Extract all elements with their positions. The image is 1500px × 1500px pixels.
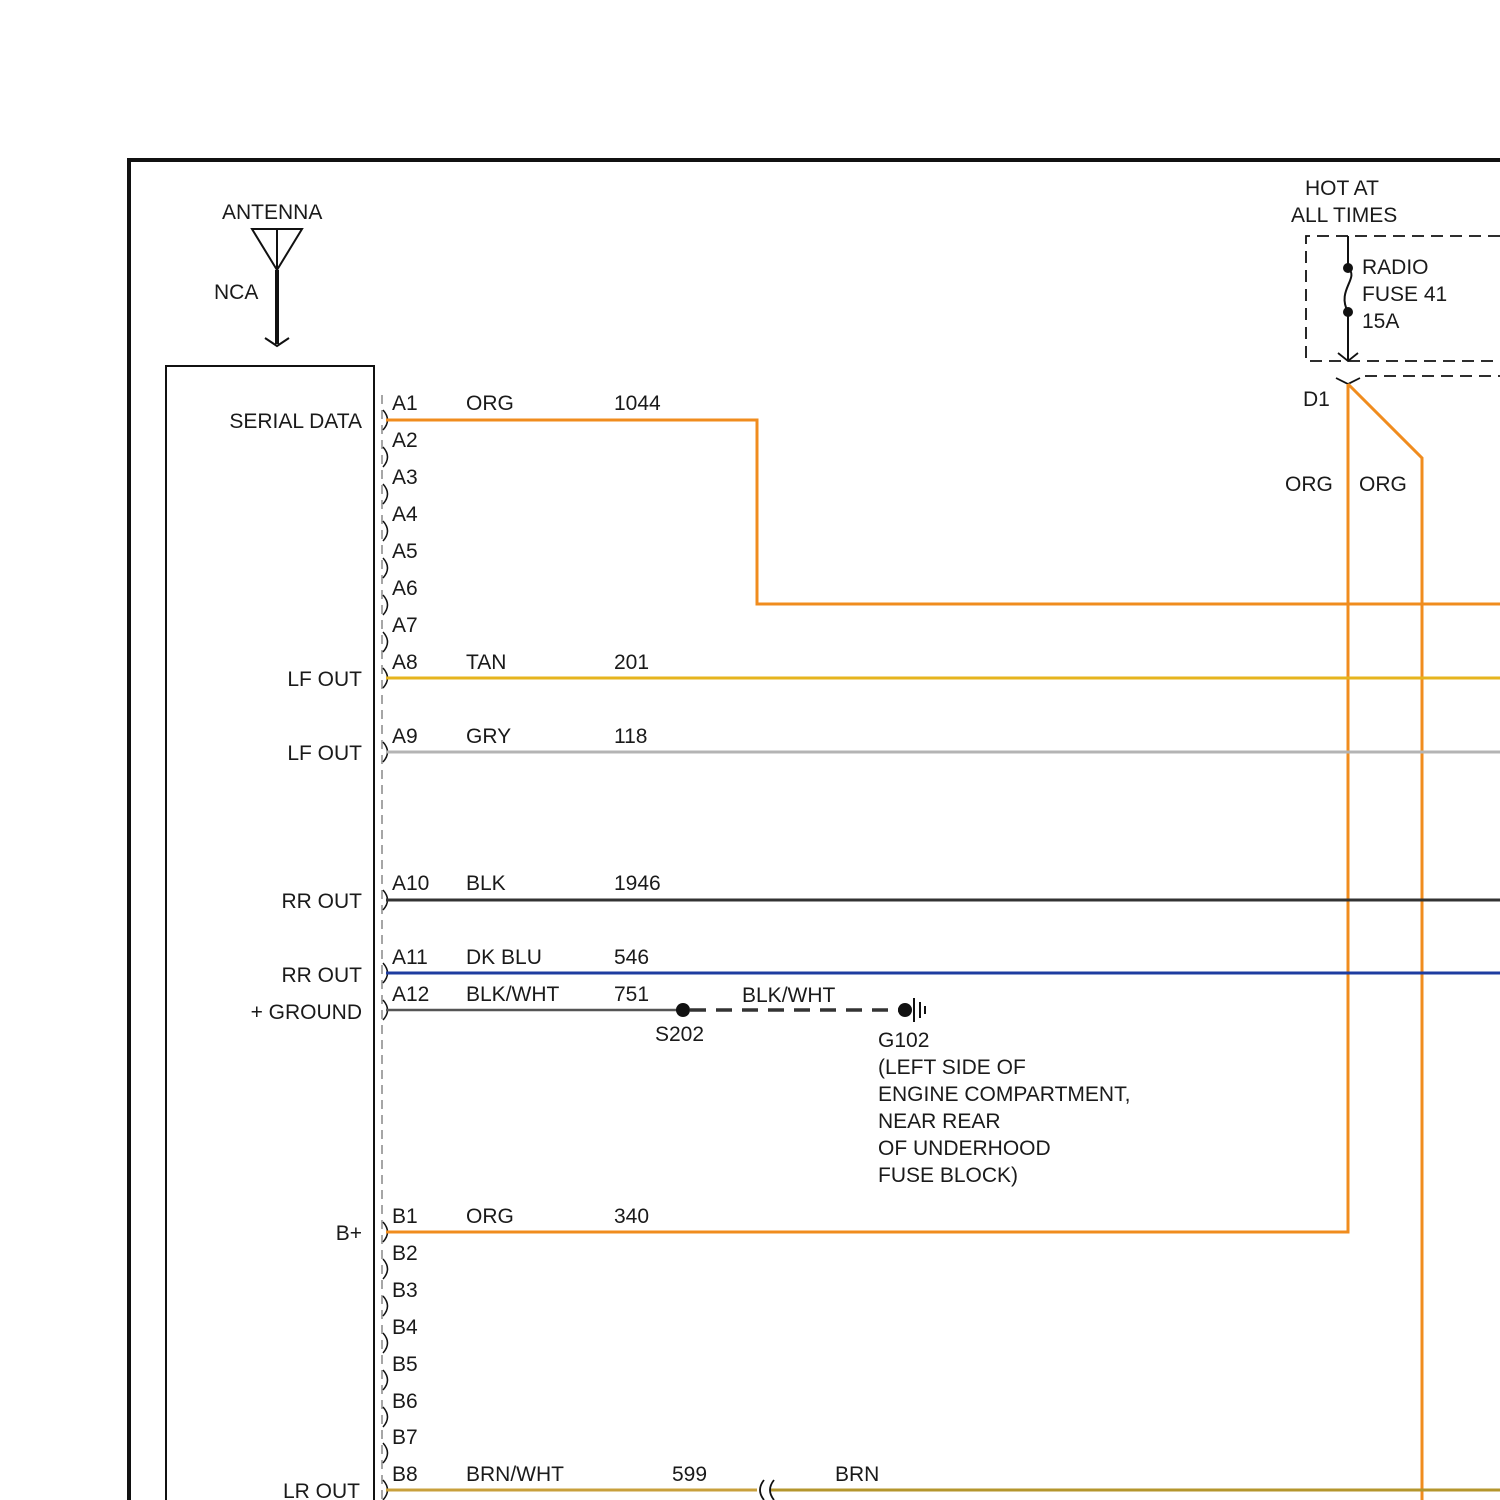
pin-b1-color: ORG <box>466 1205 514 1228</box>
pin-a9-color: GRY <box>466 725 511 748</box>
pin-chevron <box>383 1296 388 1316</box>
ground-wire-label: BLK/WHT <box>742 984 836 1007</box>
pin-a1-func: SERIAL DATA <box>229 410 362 433</box>
pin-a9-label: A9 <box>392 725 418 748</box>
pin-a10-circuit: 1946 <box>614 872 661 895</box>
pin-a9-func: LF OUT <box>287 742 362 765</box>
pin-a4-label: A4 <box>392 503 418 526</box>
connector-pin-chevrons <box>383 410 388 1500</box>
fuse-name: RADIO <box>1362 256 1429 279</box>
splice-label: S202 <box>655 1023 704 1046</box>
pin-a8-circuit: 201 <box>614 651 649 674</box>
fuse-rating: 15A <box>1362 310 1399 333</box>
ground-symbol <box>914 998 925 1022</box>
pin-b4-label: B4 <box>392 1316 418 1339</box>
splice-s202 <box>676 1003 690 1017</box>
pin-b1-label: B1 <box>392 1205 418 1228</box>
ground-location-line-5: FUSE BLOCK) <box>878 1164 1018 1187</box>
ground-location-line-3: NEAR REAR <box>878 1110 1001 1133</box>
pin-b1-func: B+ <box>336 1222 362 1245</box>
wire-a1 <box>386 420 1500 604</box>
antenna-symbol <box>252 229 302 346</box>
pin-a1-circuit: 1044 <box>614 392 661 415</box>
b8-continuation-label: BRN <box>835 1463 879 1486</box>
pin-chevron <box>383 1407 388 1427</box>
all-times-label: ALL TIMES <box>1291 204 1397 227</box>
pin-chevron <box>383 632 388 652</box>
antenna-label: ANTENNA <box>222 201 322 224</box>
ground-location-line-4: OF UNDERHOOD <box>878 1137 1051 1160</box>
pin-chevron <box>383 558 388 578</box>
feed-org-left-label: ORG <box>1285 473 1333 496</box>
fuse-number: FUSE 41 <box>1362 283 1447 306</box>
pin-b1-circuit: 340 <box>614 1205 649 1228</box>
pin-b8-func: LR OUT <box>283 1480 360 1500</box>
pin-a9-circuit: 118 <box>614 725 647 748</box>
pin-b5-label: B5 <box>392 1353 418 1376</box>
pin-a10-color: BLK <box>466 872 506 895</box>
pin-a11-label: A11 <box>392 946 428 969</box>
pin-a11-circuit: 546 <box>614 946 649 969</box>
pin-a6-label: A6 <box>392 577 418 600</box>
pin-chevron <box>383 595 388 615</box>
pin-a12-circuit: 751 <box>614 983 649 1006</box>
pin-b8-circuit: 599 <box>672 1463 707 1486</box>
pin-a11-color: DK BLU <box>466 946 542 969</box>
pin-a8-color: TAN <box>466 651 506 674</box>
nca-label: NCA <box>214 281 258 304</box>
pin-b8-color: BRN/WHT <box>466 1463 564 1486</box>
feed-wire-to-b1 <box>386 384 1348 1232</box>
diagram-frame <box>129 160 1500 1500</box>
pin-chevron <box>383 447 388 467</box>
pin-a1-label: A1 <box>392 392 418 415</box>
pin-a5-label: A5 <box>392 540 418 563</box>
pin-a7-label: A7 <box>392 614 418 637</box>
pin-b2-label: B2 <box>392 1242 418 1265</box>
pin-a8-label: A8 <box>392 651 418 674</box>
pin-b3-label: B3 <box>392 1279 418 1302</box>
ground-point-label: G102 <box>878 1029 929 1052</box>
pin-a2-label: A2 <box>392 429 418 452</box>
pin-a3-label: A3 <box>392 466 418 489</box>
pin-b6-label: B6 <box>392 1390 418 1413</box>
pin-a10-func: RR OUT <box>282 890 363 913</box>
pin-a12-func: + GROUND <box>251 1001 362 1024</box>
fuse-element <box>1345 268 1352 312</box>
pin-a12-color: BLK/WHT <box>466 983 560 1006</box>
pin-a12-label: A12 <box>392 983 429 1006</box>
pin-a1-color: ORG <box>466 392 514 415</box>
pin-chevron <box>383 1259 388 1279</box>
ground-location-line-1: (LEFT SIDE OF <box>878 1056 1026 1079</box>
pin-a11-func: RR OUT <box>282 964 363 987</box>
pin-chevron <box>383 1443 388 1463</box>
pin-chevron <box>383 484 388 504</box>
pin-chevron <box>383 521 388 541</box>
ground-location-line-2: ENGINE COMPARTMENT, <box>878 1083 1130 1106</box>
pin-a8-func: LF OUT <box>287 668 362 691</box>
hot-at-label: HOT AT <box>1305 177 1379 200</box>
pin-chevron <box>383 1333 388 1353</box>
pin-b8-label: B8 <box>392 1463 418 1486</box>
ground-point-g102 <box>898 1003 912 1017</box>
pin-chevron <box>383 1370 388 1390</box>
feed-wire-branch <box>1348 384 1422 1500</box>
d1-label: D1 <box>1303 388 1330 411</box>
pin-a10-label: A10 <box>392 872 429 895</box>
pin-b7-label: B7 <box>392 1426 418 1449</box>
feed-org-right-label: ORG <box>1359 473 1407 496</box>
radio-body <box>166 366 374 1500</box>
